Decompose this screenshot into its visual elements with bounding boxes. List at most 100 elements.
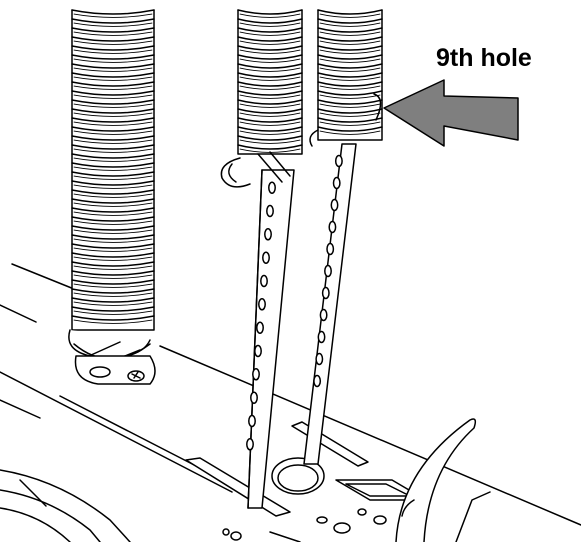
spring-coil [71,135,155,141]
spring-coil [319,130,381,135]
spring-coil [71,171,155,177]
spring-coil [237,9,303,15]
spring-coil [73,139,153,144]
strap-hole [315,352,324,366]
spring-coil [73,85,153,90]
spring-coil [71,225,155,231]
spring-coil [239,13,301,18]
strap-hole [246,438,254,451]
spring-coil [71,90,155,96]
spring-coil [73,283,153,288]
spring-coil [71,288,155,294]
spring-coil [239,31,301,36]
strap-hole [268,181,276,194]
strap-hole [319,308,328,322]
spring-coil [71,153,155,159]
strap-hole [266,204,274,218]
spring-coil [73,310,153,315]
frame-lines [0,263,581,542]
spring-coil [73,238,153,243]
spring-coil [239,112,301,117]
spring-coil [317,90,383,96]
spring-coil [71,63,155,69]
spring-coil [71,99,155,105]
spring-coil [317,126,383,132]
spring-coil [317,36,383,42]
spring-coil [73,211,153,216]
spring-coil [237,117,303,123]
spring-coil [319,31,381,36]
spring-coil [71,45,155,51]
spring-coil [71,54,155,60]
spring-coil [317,18,383,24]
cable-hook [395,418,491,542]
spring-coil [317,63,383,69]
spring-coil [71,234,155,240]
spring-coil [71,216,155,222]
spring-coil [319,94,381,99]
spring-coil [73,13,153,18]
spring-coil [237,108,303,114]
right-short-spring [309,9,383,147]
spring-coil [239,85,301,90]
spring-coil [237,36,303,42]
spring-coil [73,67,153,72]
spring-coil [71,243,155,249]
spring-coil [319,58,381,63]
spring-coil [317,27,383,33]
strap-hole [328,220,337,234]
spring-coil [317,81,383,87]
spring-coil [73,184,153,189]
spring-coil [71,117,155,123]
spring-coil [73,94,153,99]
spring-coil [237,99,303,105]
strap-hole [256,321,264,334]
spring-coil [319,67,381,72]
strap-hole [317,330,326,344]
spring-coil [71,207,155,213]
spring-coil [319,49,381,54]
spring-coil [73,202,153,207]
spring-coil [73,229,153,234]
spring-coil [71,18,155,24]
spring-coil [239,40,301,45]
spring-coil [73,166,153,171]
spring-coil [73,247,153,252]
spring-coil [71,81,155,87]
spring-coil [73,319,153,324]
strap-hole [313,374,322,388]
spring-coil [71,189,155,195]
spring-coil [319,40,381,45]
spring-coil [237,45,303,51]
spring-coil [237,90,303,96]
spring-coil [319,103,381,108]
right-strap [303,143,357,465]
spring-coil [239,103,301,108]
left-strap [246,169,295,509]
spring-coil [73,301,153,306]
spring-coil [317,9,383,15]
floor-plate-details [185,421,427,542]
spring-coil [237,54,303,60]
spring-coil [71,144,155,150]
strap-hole [258,298,266,311]
strap-hole [248,414,256,428]
spring-coil [73,103,153,108]
spring-coil [239,58,301,63]
spring-coil [319,76,381,81]
spring-coil [73,157,153,162]
spring-coil [319,112,381,117]
left-extension-spring [68,9,156,385]
spring-coil [239,67,301,72]
strap-hole [252,368,260,381]
spring-coil [73,148,153,153]
spring-coil [317,108,383,114]
spring-coil [73,265,153,270]
spring-coil [71,270,155,276]
spring-coil [73,121,153,126]
spring-coil [71,261,155,267]
spring-coil [239,76,301,81]
spring-coil [237,144,303,150]
